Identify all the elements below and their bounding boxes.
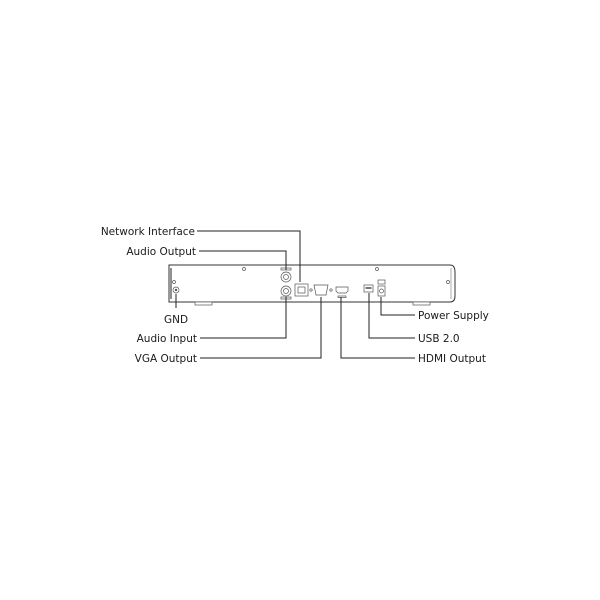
label-vga-output: VGA Output (135, 353, 197, 365)
label-usb: USB 2.0 (418, 333, 460, 345)
right-foot (412, 301, 431, 306)
vga-port (309, 284, 333, 296)
audio-input-port (280, 285, 292, 300)
screw-icon (172, 280, 176, 284)
audio-output-port (280, 267, 292, 283)
callout-lines (175, 230, 415, 359)
hdmi-port (335, 286, 349, 298)
label-audio-input: Audio Input (137, 333, 197, 345)
label-audio-output: Audio Output (126, 246, 196, 258)
usb-port (363, 284, 374, 293)
label-hdmi-output: HDMI Output (418, 353, 486, 365)
label-network-interface: Network Interface (101, 226, 195, 238)
label-power-supply: Power Supply (418, 310, 489, 322)
power-port (377, 279, 386, 297)
left-foot (194, 301, 213, 306)
label-gnd: GND (164, 314, 188, 326)
screw-icon (375, 267, 379, 271)
network-port (294, 283, 309, 297)
gnd-port (172, 286, 180, 294)
screw-icon (242, 267, 246, 271)
screw-icon (446, 280, 450, 284)
device-rear-panel (168, 264, 456, 306)
